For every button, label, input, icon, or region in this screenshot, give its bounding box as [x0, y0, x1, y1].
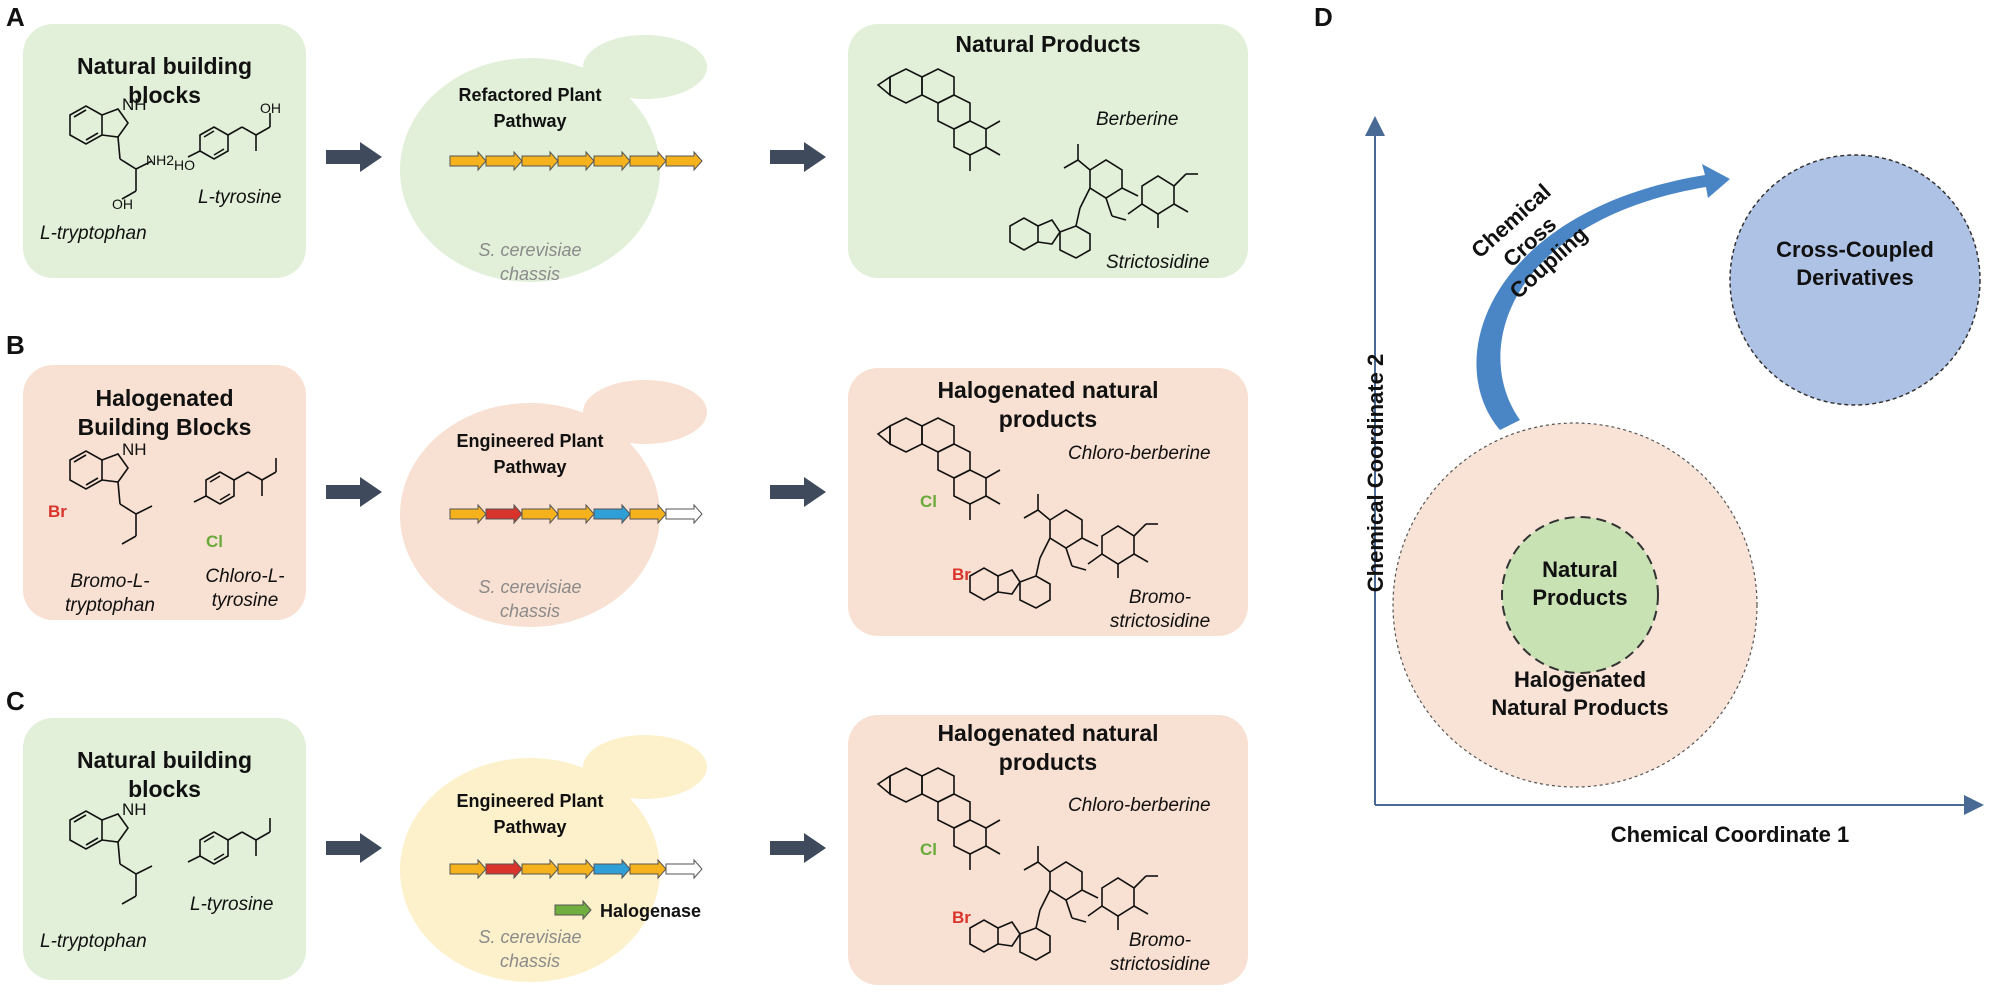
products-box-a: [848, 24, 1248, 278]
products-title-c: Halogenated natural products: [937, 720, 1159, 775]
chloro-berberine-label: Chloro-berberine: [1068, 443, 1211, 464]
bromo-strictosidine-label: Bromo-strictosidine: [1109, 930, 1211, 975]
chloro-tyrosine-structure: [193, 457, 277, 505]
flow-arrow-c2: [770, 833, 826, 863]
building-blocks-title: Halogenated Building Blocks: [77, 385, 252, 440]
building-blocks-title: Natural building blocks: [76, 747, 253, 802]
atom-br: Br: [952, 908, 971, 927]
atom-br: Br: [48, 502, 67, 521]
flow-arrow-b1: [326, 477, 382, 507]
flow-arrow-a1: [326, 142, 382, 172]
berberine-structure: [877, 68, 1001, 172]
building-blocks-box-c: [23, 718, 306, 980]
chassis-label-c: S. cerevisiae chassis: [478, 927, 582, 971]
atom-oh: OH: [260, 100, 281, 116]
tyrosine-structure: [187, 817, 271, 865]
tyrosine-label: L-tyrosine: [190, 894, 274, 915]
chloro-tyrosine-label: Chloro-L-tyrosine: [205, 566, 285, 611]
chassis-label-a: S. cerevisiae chassis: [478, 240, 582, 284]
building-blocks-box-a: [23, 24, 306, 278]
building-blocks-box-b: [23, 365, 306, 620]
middle-circle-label: Halogenated Natural Products: [1491, 667, 1669, 720]
tryptophan-structure: [69, 810, 153, 905]
strictosidine-label: Strictosidine: [1106, 252, 1210, 273]
pathway-title-c: Engineered Plant Pathway: [456, 791, 604, 837]
atom-nh: NH: [122, 95, 147, 114]
outer-circle-label: Cross-Coupled Derivatives: [1776, 237, 1934, 290]
atom-br: Br: [952, 565, 971, 584]
halogenase-gene-arrow: [554, 899, 592, 921]
pathway-title-a: Refactored Plant Pathway: [458, 85, 602, 131]
chassis-label-b: S. cerevisiae chassis: [478, 577, 582, 621]
chemical-space-plot: [1365, 116, 1984, 815]
building-blocks-title: Natural building blocks: [76, 53, 253, 108]
products-box-c: [848, 715, 1248, 985]
panel-label-b: B: [6, 330, 25, 360]
atom-nh: NH: [122, 440, 147, 459]
yeast-cell-a: [400, 35, 707, 282]
bromo-tryptophan-label: Bromo-L-tryptophan: [65, 571, 155, 616]
gene-cluster-b: [449, 503, 703, 525]
gene-cluster-a: [449, 150, 703, 172]
gene-cluster-c: [449, 858, 703, 880]
panel-label-a: A: [6, 2, 25, 32]
flow-arrow-b2: [770, 477, 826, 507]
inner-circle-label: Natural Products: [1532, 557, 1628, 610]
products-box-b: [848, 368, 1248, 636]
x-axis-label: Chemical Coordinate 1: [1610, 822, 1850, 847]
tryptophan-label: L-tryptophan: [40, 223, 147, 244]
y-axis-label: Chemical Coordinate 2: [1363, 353, 1388, 593]
products-title-a: Natural Products: [955, 31, 1141, 57]
atom-ho: HO: [174, 157, 195, 173]
atom-cl: Cl: [206, 532, 223, 551]
atom-cl: Cl: [920, 840, 937, 859]
flow-arrow-c1: [326, 833, 382, 863]
atom-nh: NH: [122, 800, 147, 819]
bromo-strictosidine-label: Bromo-strictosidine: [1109, 587, 1211, 632]
pathway-title-b: Engineered Plant Pathway: [456, 431, 604, 477]
products-title-b: Halogenated natural products: [937, 377, 1159, 432]
chloro-berberine-label: Chloro-berberine: [1068, 795, 1211, 816]
halogenase-label: Halogenase: [600, 901, 702, 921]
berberine-label: Berberine: [1096, 109, 1179, 130]
atom-oh: OH: [112, 196, 133, 212]
tryptophan-label: L-tryptophan: [40, 931, 147, 952]
tyrosine-label: L-tyrosine: [198, 187, 282, 208]
panel-label-c: C: [6, 686, 25, 716]
panel-label-d: D: [1314, 2, 1333, 32]
atom-cl: Cl: [920, 492, 937, 511]
flow-arrow-a2: [770, 142, 826, 172]
atom-nh2: NH2: [146, 152, 175, 168]
bromo-tryptophan-structure: [69, 450, 153, 545]
